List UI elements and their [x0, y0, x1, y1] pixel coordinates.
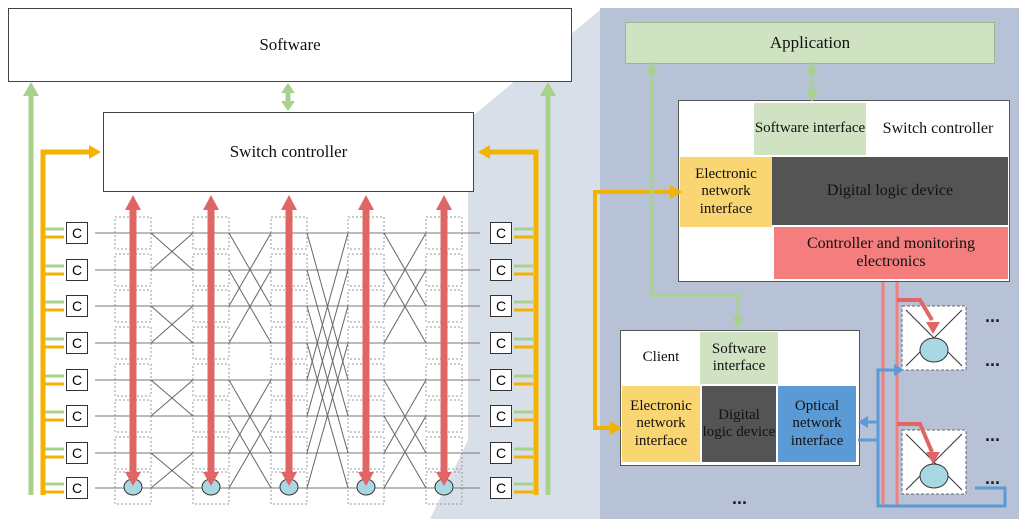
- switch-controller-label: Switch controller: [229, 142, 348, 162]
- left-client-box-4: C: [66, 332, 88, 354]
- client-digital-logic-device: Digital logic device: [702, 386, 776, 462]
- ellipsis-1: ...: [985, 306, 1001, 326]
- ellipsis-4: ...: [985, 468, 1001, 488]
- client-electronic-network-interface: Electronic network interface: [622, 386, 700, 462]
- client-software-interface: Software interface: [700, 332, 778, 384]
- client-label-box: Client: [642, 349, 680, 366]
- software-label: Software: [259, 35, 321, 55]
- right-client-box-7: C: [490, 442, 512, 464]
- right-client-box-2: C: [490, 259, 512, 281]
- top-digital-logic-device: Digital logic device: [772, 157, 1008, 225]
- top-switch-controller: Switch controller: [882, 119, 994, 137]
- right-client-box-5: C: [490, 369, 512, 391]
- optical-switch-lower: [897, 422, 967, 495]
- left-client-box-3: C: [66, 295, 88, 317]
- top-software-interface: Software interface: [754, 103, 866, 155]
- right-client-box-3: C: [490, 295, 512, 317]
- left-client-box-2: C: [66, 259, 88, 281]
- top-electronic-network-interface: Electronic network interface: [680, 157, 772, 227]
- application-box: Application: [625, 22, 995, 64]
- application-label: Application: [769, 33, 851, 53]
- left-client-box-5: C: [66, 369, 88, 391]
- right-client-box-6: C: [490, 405, 512, 427]
- switch-fabric-arrows: [23, 82, 556, 496]
- top-controller-monitoring: Controller and monitoring electronics: [774, 227, 1008, 279]
- left-client-box-8: C: [66, 477, 88, 499]
- ellipsis-2: ...: [985, 350, 1001, 370]
- ellipsis-5: ...: [732, 488, 748, 508]
- optical-switch-upper: [897, 298, 967, 371]
- software-box: Software: [8, 8, 572, 82]
- ellipsis-3: ...: [985, 425, 1001, 445]
- right-client-box-8: C: [490, 477, 512, 499]
- left-client-box-7: C: [66, 442, 88, 464]
- left-client-box-1: C: [66, 222, 88, 244]
- right-client-box-1: C: [490, 222, 512, 244]
- client-optical-network-interface: Optical network interface: [778, 386, 856, 462]
- left-client-box-6: C: [66, 405, 88, 427]
- switch-controller-box: Switch controller: [103, 112, 474, 192]
- right-client-box-4: C: [490, 332, 512, 354]
